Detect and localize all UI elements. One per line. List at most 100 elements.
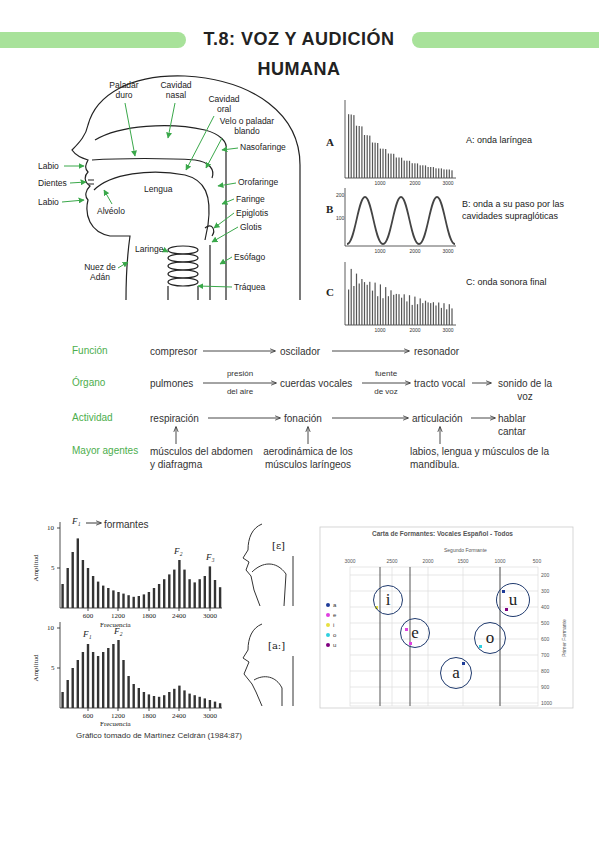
grid — [350, 567, 538, 706]
bar — [364, 282, 365, 325]
label: Frecuencia — [100, 720, 131, 728]
label: articulación — [412, 412, 463, 425]
bar — [199, 579, 201, 608]
vowel-circle: i — [373, 585, 403, 615]
flow-arrows — [176, 351, 495, 444]
spectrum-bars — [348, 269, 453, 325]
legend: aeiou — [326, 600, 336, 650]
label: 3000 — [203, 712, 217, 720]
bar — [398, 158, 399, 179]
label: fuente — [375, 369, 397, 378]
bar — [422, 165, 423, 178]
bar — [77, 538, 79, 608]
label: 600 — [83, 712, 94, 720]
bar — [178, 686, 180, 708]
label: 1800 — [142, 612, 156, 620]
label: Orofaringe — [238, 177, 278, 187]
title-bar — [0, 32, 186, 48]
label: B: onda a su paso por las cavidades supr… — [462, 198, 590, 222]
vowel-circle: e — [400, 618, 430, 648]
bar — [414, 163, 415, 178]
label: 600 — [541, 636, 549, 642]
label: Actividad — [72, 412, 113, 424]
bar — [385, 287, 386, 325]
bar — [138, 596, 140, 608]
bar — [178, 560, 180, 608]
label: 3000 — [344, 558, 355, 564]
bar — [112, 644, 114, 708]
bar — [143, 692, 145, 708]
bar — [194, 582, 196, 608]
label: 5 — [51, 664, 55, 672]
bar — [163, 579, 165, 608]
label: hablar cantar — [498, 412, 538, 438]
label: Esófago — [234, 252, 265, 262]
bar — [369, 282, 370, 325]
label: 2400 — [172, 612, 186, 620]
label: 800 — [541, 668, 549, 674]
bar — [367, 135, 368, 178]
bar — [173, 570, 175, 608]
bar — [449, 170, 450, 179]
legend-text: i — [333, 621, 334, 629]
label: Primer Formante — [561, 619, 567, 657]
label: Amplitud — [32, 655, 40, 682]
label: 100 — [336, 215, 344, 221]
bar — [188, 694, 190, 708]
bar — [396, 158, 397, 179]
label: F₂ — [174, 546, 183, 556]
label: 10 — [47, 624, 54, 632]
bar — [414, 297, 415, 325]
bar — [97, 656, 99, 708]
bar — [153, 696, 155, 708]
label: Paladar duro — [102, 80, 146, 100]
pointer-arrow — [86, 523, 101, 524]
legend-swatch — [326, 643, 330, 647]
bar — [428, 167, 429, 178]
label: Cavidad nasal — [154, 80, 198, 100]
label: Nasofaringe — [240, 142, 286, 152]
bar — [428, 302, 429, 325]
bar — [122, 594, 124, 608]
label: F₁ — [72, 516, 81, 526]
bar — [143, 594, 145, 608]
bar — [369, 136, 370, 178]
bar — [451, 170, 452, 178]
bar — [375, 283, 376, 325]
vowel-circle: o — [474, 622, 506, 654]
label: 400 — [541, 604, 549, 610]
label: 2500 — [386, 558, 397, 564]
label: presión — [227, 369, 253, 378]
label: oscilador — [280, 345, 320, 358]
label: 3000 — [442, 180, 453, 186]
legend-text: u — [333, 641, 336, 649]
bar — [219, 703, 221, 708]
label: pulmones — [150, 377, 193, 390]
bar — [401, 298, 402, 325]
label: 2000 — [422, 558, 433, 564]
label: 300 — [541, 588, 549, 594]
label: Función — [72, 345, 108, 357]
bar — [417, 163, 418, 178]
label: 1000 — [494, 558, 505, 564]
bar — [214, 580, 216, 608]
legend-row: i — [326, 620, 336, 630]
bar — [351, 269, 352, 325]
bar — [435, 168, 436, 178]
bar — [382, 298, 383, 325]
bar — [412, 305, 413, 325]
bar — [204, 698, 206, 708]
label: 3000 — [442, 327, 453, 333]
bar — [214, 702, 216, 708]
bar — [372, 291, 373, 325]
bar — [393, 154, 394, 178]
label: 500 — [541, 620, 549, 626]
bar — [393, 295, 394, 325]
label: 2000 — [409, 327, 420, 333]
chart-axes — [345, 100, 456, 325]
vowel-letter: a — [452, 664, 460, 682]
label: 3000 — [203, 612, 217, 620]
legend-text: o — [333, 631, 336, 639]
bar — [406, 161, 407, 178]
